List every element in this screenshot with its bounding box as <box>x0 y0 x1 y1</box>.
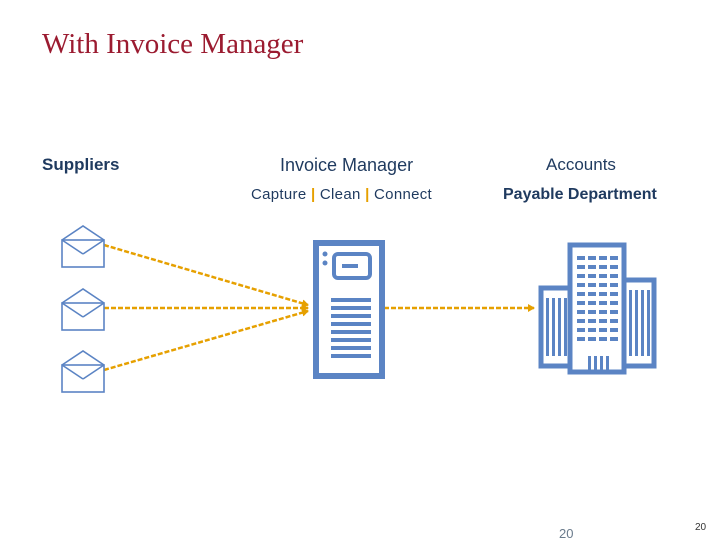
suppliers-label: Suppliers <box>42 155 120 174</box>
envelope-icon <box>61 225 105 268</box>
slide-title: With Invoice Manager <box>42 28 304 60</box>
accounts-payable-label-line1: Accounts <box>546 155 616 174</box>
page-number: 20 <box>559 526 574 541</box>
subtitle-connect: Connect <box>374 186 433 203</box>
subtitle-capture: Capture <box>251 186 307 203</box>
invoice-document-icon <box>313 240 385 379</box>
invoice-manager-label: Invoice Manager <box>280 155 414 175</box>
invoice-manager-subtitle: Capture | Clean | Connect <box>251 186 432 203</box>
accounts-payable-label-line2: Payable Department <box>503 186 657 203</box>
subtitle-separator: | <box>365 186 370 203</box>
page-number-corner: 20 <box>695 522 707 533</box>
envelope-icon <box>61 350 105 393</box>
subtitle-clean: Clean <box>319 186 361 203</box>
subtitle-separator: | <box>310 186 316 203</box>
connector-envelope-3-to-processor <box>103 308 309 372</box>
connector-envelope-1-to-processor <box>103 243 309 308</box>
office-buildings-icon <box>538 242 657 375</box>
envelope-icon <box>61 288 105 331</box>
